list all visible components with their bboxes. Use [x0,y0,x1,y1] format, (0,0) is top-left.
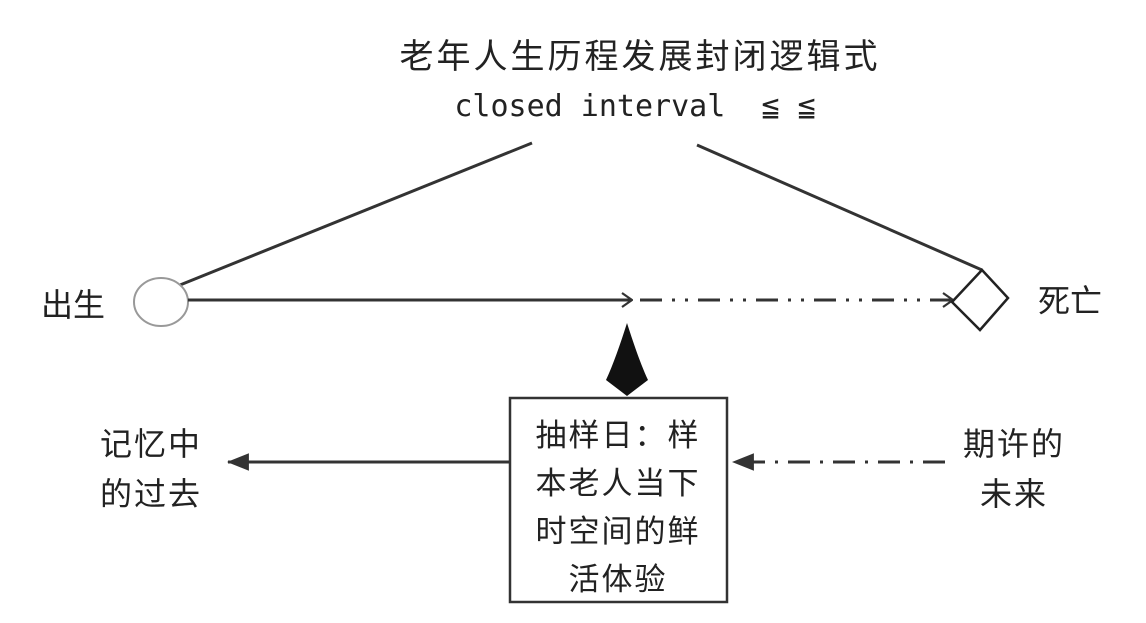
box-line-3: 时空间的鲜 [536,514,701,550]
death-label: 死亡 [1038,282,1102,320]
title-line1: 老年人生历程发展封闭逻辑式 [400,37,881,77]
future-label-line1: 期许的 [963,425,1065,463]
closure-line-right [696,143,983,272]
birth-node [133,277,189,327]
past-label-line1: 记忆中 [100,425,202,463]
past-label-line2: 的过去 [100,475,202,513]
down-arrow-icon [606,323,648,396]
closure-line-left [179,141,533,287]
title-line2: closed interval ≦ ≦ [454,89,815,124]
future-label-line2: 未来 [980,475,1048,513]
box-line-4: 活体验 [569,562,668,598]
box-line-2: 本老人当下 [536,466,701,502]
sampling-day-box [508,396,729,604]
birth-label: 出生 [41,286,105,324]
box-line-1: 抽样日：样 [536,418,701,454]
death-node [950,268,1010,332]
